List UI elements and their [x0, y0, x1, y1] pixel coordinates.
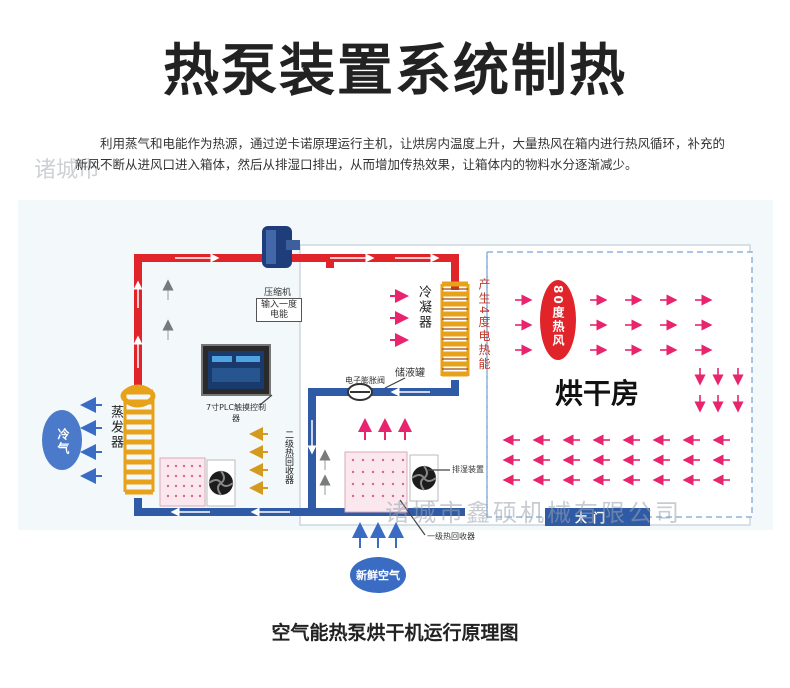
compressor-label: 压缩机 [264, 288, 292, 298]
page-title: 热泵装置系统制热 [163, 39, 627, 104]
door-label: 大门 [575, 511, 612, 525]
cold-air-label: 冷气 [56, 428, 70, 456]
watermark-left: 诸城市 [34, 158, 101, 183]
secondary-recovery-label: 二级热回收器 [283, 430, 293, 484]
fan-left [206, 459, 236, 507]
fresh-air-bubble [350, 557, 406, 593]
evaporator-label: 蒸发器 [108, 405, 123, 450]
hot-air-bubble [540, 280, 576, 360]
cold-air-bubble [42, 410, 82, 470]
secondary-heat-recovery-grid [159, 457, 206, 507]
evaporator-coil [120, 384, 156, 495]
power-input-label: 输入一度电能 [256, 298, 302, 322]
hot-refrigerant-pipe [134, 254, 459, 388]
fresh-air-label: 新鲜空气 [356, 569, 400, 582]
primary-heat-recovery-grid [344, 451, 408, 513]
compressor [262, 226, 300, 268]
drying-room-label: 烘干房 [555, 377, 640, 410]
watermark-right: 诸城市鑫硕机械有限公司 [385, 499, 682, 527]
fan-right [409, 454, 439, 502]
expansion-valve-label: 电子膨胀阀 [345, 376, 385, 385]
description-text: 利用蒸气和电能作为热源，通过逆卡诺原理运行主机，让烘房内温度上升，大量热风在箱内… [75, 136, 726, 172]
condenser-label: 冷凝器 [416, 285, 431, 330]
plc-label: 7寸PLC触摸控制器 [206, 403, 266, 423]
dehumid-label: 排湿装置 [452, 465, 484, 474]
door-bar [545, 508, 650, 526]
primary-recovery-label: 一级热回收器 [427, 532, 475, 541]
hot-air-label: 80度热风 [551, 285, 565, 348]
expansion-valve-symbol [347, 383, 373, 401]
electric-heat-label: 产生4度电热能 [477, 278, 491, 372]
plc-touch-controller [201, 344, 271, 396]
reservoir-label: 储液罐 [395, 368, 425, 379]
diagram-caption: 空气能热泵烘干机运行原理图 [271, 622, 519, 644]
drying-room-airflow [502, 294, 744, 486]
